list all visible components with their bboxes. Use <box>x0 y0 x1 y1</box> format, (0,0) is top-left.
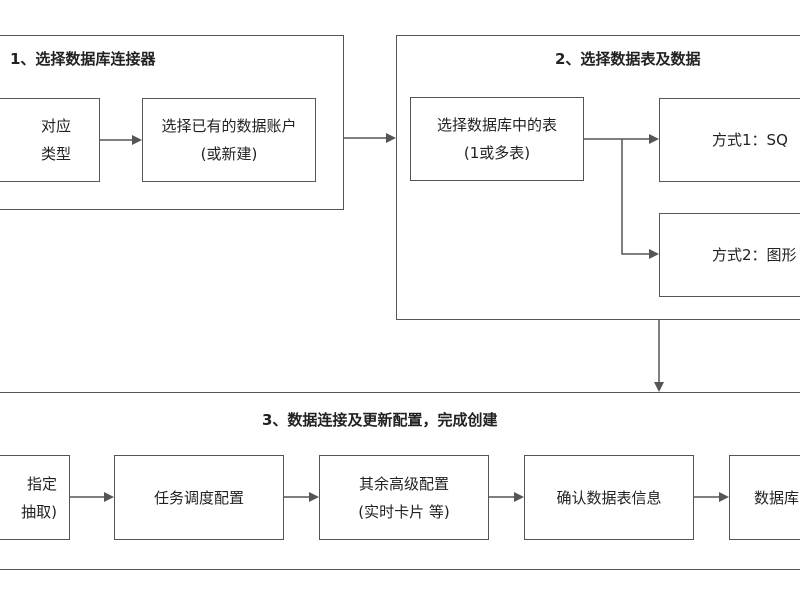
box-advanced-config: 其余高级配置 (实时卡片 等) <box>319 455 489 540</box>
box-database-final: 数据库 <box>729 455 800 540</box>
box-confirm-table-info-label: 确认数据表信息 <box>556 488 662 507</box>
arrow-table-to-method2 <box>621 139 659 259</box>
box-specify-extract: 指定 抽取) <box>0 455 70 540</box>
section-1-title: 1、选择数据库连接器 <box>10 50 156 68</box>
box-advanced-config-line1: 其余高级配置 <box>358 474 449 493</box>
box-method-1: 方式1：SQ <box>659 98 800 182</box>
box-specify-extract-line1: 指定 <box>26 474 57 493</box>
box-select-table-line1: 选择数据库中的表 <box>436 116 557 134</box>
box-method-2-label: 方式2：图形 <box>712 246 797 264</box>
box-select-account-line2: (或新建) <box>200 145 258 163</box>
box-database-final-label: 数据库 <box>754 488 800 507</box>
box-method-2: 方式2：图形 <box>659 213 800 297</box>
box-task-schedule-label: 任务调度配置 <box>153 488 244 507</box>
box-select-table-line2: (1或多表) <box>463 144 531 162</box>
box-method-1-label: 方式1：SQ <box>712 131 788 149</box>
box-advanced-config-line2: (实时卡片 等) <box>358 502 450 521</box>
box-database-type-line1: 对应 <box>40 117 71 135</box>
box-database-type: 对应 类型 <box>0 98 100 182</box>
box-confirm-table-info: 确认数据表信息 <box>524 455 694 540</box>
box-select-account-line1: 选择已有的数据账户 <box>161 117 297 135</box>
section-2-title: 2、选择数据表及数据 <box>555 50 701 68</box>
box-database-type-line2: 类型 <box>40 145 71 163</box>
box-select-account: 选择已有的数据账户 (或新建) <box>142 98 316 182</box>
box-task-schedule: 任务调度配置 <box>114 455 284 540</box>
section-3-title: 3、数据连接及更新配置，完成创建 <box>262 411 498 429</box>
box-specify-extract-line2: 抽取) <box>21 502 57 521</box>
box-select-table: 选择数据库中的表 (1或多表) <box>410 97 584 181</box>
